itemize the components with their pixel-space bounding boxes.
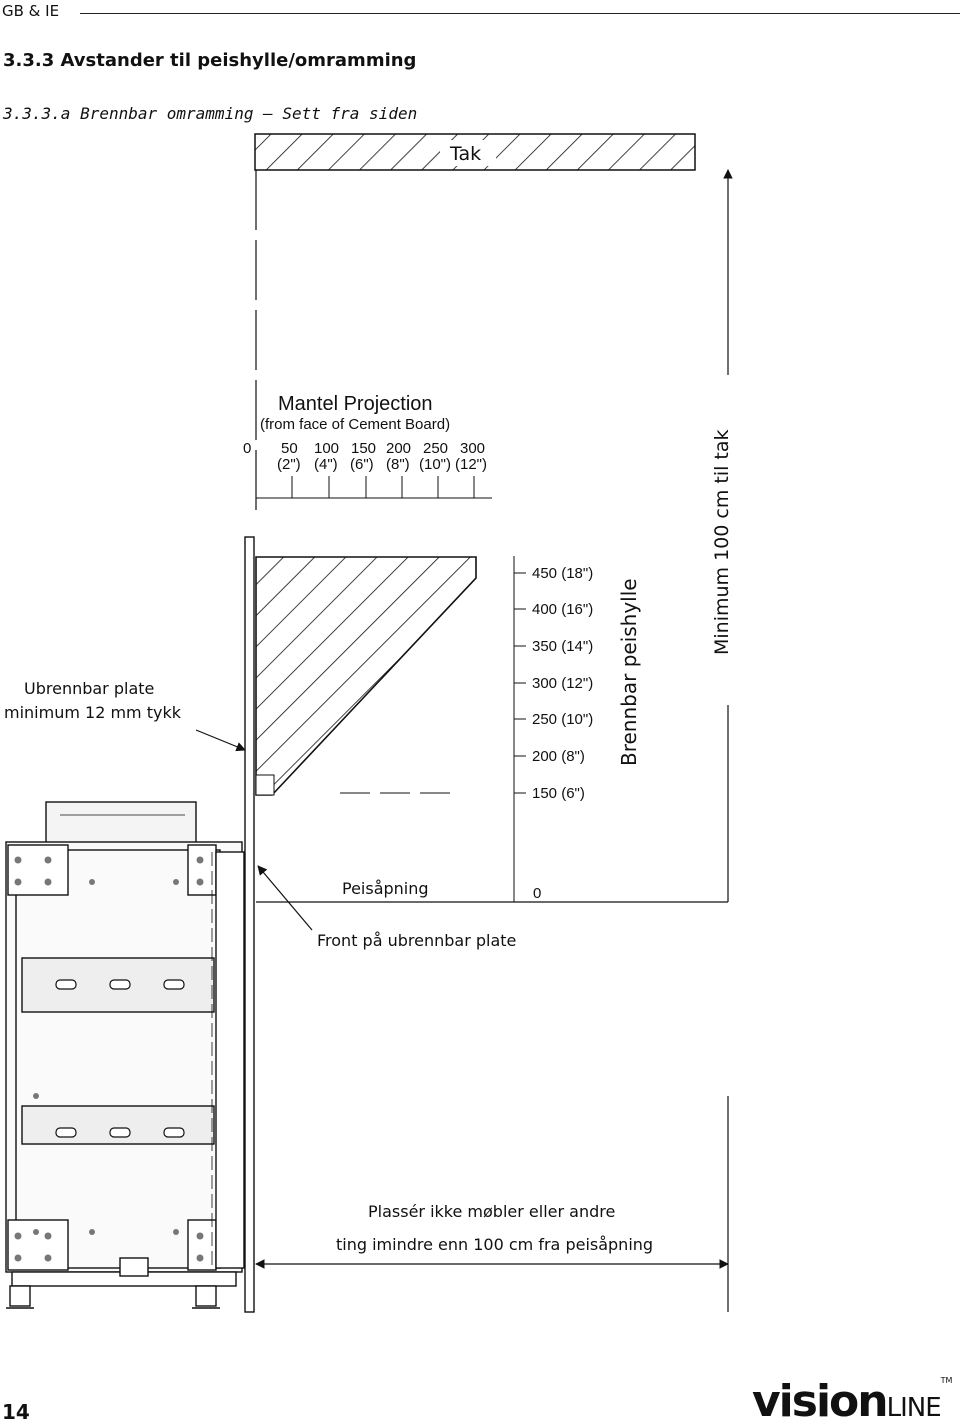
height-tick-label: 450 (18"): [532, 565, 594, 582]
projection-tick-in: (6"): [350, 456, 374, 473]
front-leader: [257, 865, 313, 931]
projection-tick-mm: 150: [351, 440, 377, 457]
projection-tick-mm: 200: [386, 440, 412, 457]
section-title: 3.3.3 Avstander til peishylle/omramming: [3, 50, 417, 71]
fireplace-slots: [55, 979, 185, 1138]
front-label: Front på ubrennbar plate: [317, 931, 517, 950]
board-label-line1: Ubrennbar plate: [24, 679, 155, 698]
projection-tick-mm: 250: [423, 440, 449, 457]
logo-bold-text: vision: [752, 1376, 889, 1427]
mantel-shape: [255, 556, 477, 796]
projection-ticks: [255, 460, 475, 498]
fireplace-bolts: [14, 856, 204, 1262]
logo-tm: TM: [940, 1376, 953, 1385]
projection-zero: 0: [243, 440, 252, 457]
projection-tick-mm: 300: [460, 440, 486, 457]
height-tick-label: 150 (6"): [532, 785, 585, 802]
ceiling-min-label: Minimum 100 cm til tak: [711, 429, 733, 655]
ceiling-label: Tak: [450, 143, 482, 165]
header-rule: [80, 13, 960, 14]
projection-tick-mm: 50: [281, 440, 298, 457]
projection-tick-in: (12"): [455, 456, 487, 473]
projection-tick-in: (4"): [314, 456, 338, 473]
sub-title: 3.3.3.a Brennbar omramming – Sett fra si…: [3, 104, 418, 123]
height-tick-label: 200 (8"): [532, 748, 585, 765]
board-leader: [195, 729, 246, 752]
opening-label: Peisåpning: [342, 879, 429, 898]
furniture-note-line2: ting imindre enn 100 cm fra peisåpning: [336, 1235, 654, 1254]
projection-subtitle: (from face of Cement Board): [260, 416, 451, 433]
height-tick-label: 300 (12"): [532, 675, 594, 692]
projection-tick-in: (8"): [386, 456, 410, 473]
board-label-line2: minimum 12 mm tykk: [4, 703, 181, 722]
fireplace-unit: [5, 801, 245, 1309]
cement-board: [244, 536, 255, 1313]
header-tab: GB & IE: [2, 2, 60, 20]
projection-tick-in: (10"): [419, 456, 451, 473]
page-number: 14: [2, 1400, 30, 1424]
logo-light-text: LINE: [886, 1393, 942, 1423]
projection-tick-in: (2"): [277, 456, 301, 473]
mantel-label: Brennbar peishylle: [617, 578, 641, 766]
height-tick-label: 400 (16"): [532, 601, 594, 618]
height-tick-label: 350 (14"): [532, 638, 594, 655]
furniture-note-line1: Plassér ikke møbler eller andre: [368, 1202, 616, 1221]
projection-title: Mantel Projection: [278, 393, 433, 415]
height-zero-label: 0: [533, 885, 542, 902]
brand-logo: visionLINE TM: [752, 1376, 952, 1427]
projection-tick-mm: 100: [314, 440, 340, 457]
height-tick-label: 250 (10"): [532, 711, 594, 728]
